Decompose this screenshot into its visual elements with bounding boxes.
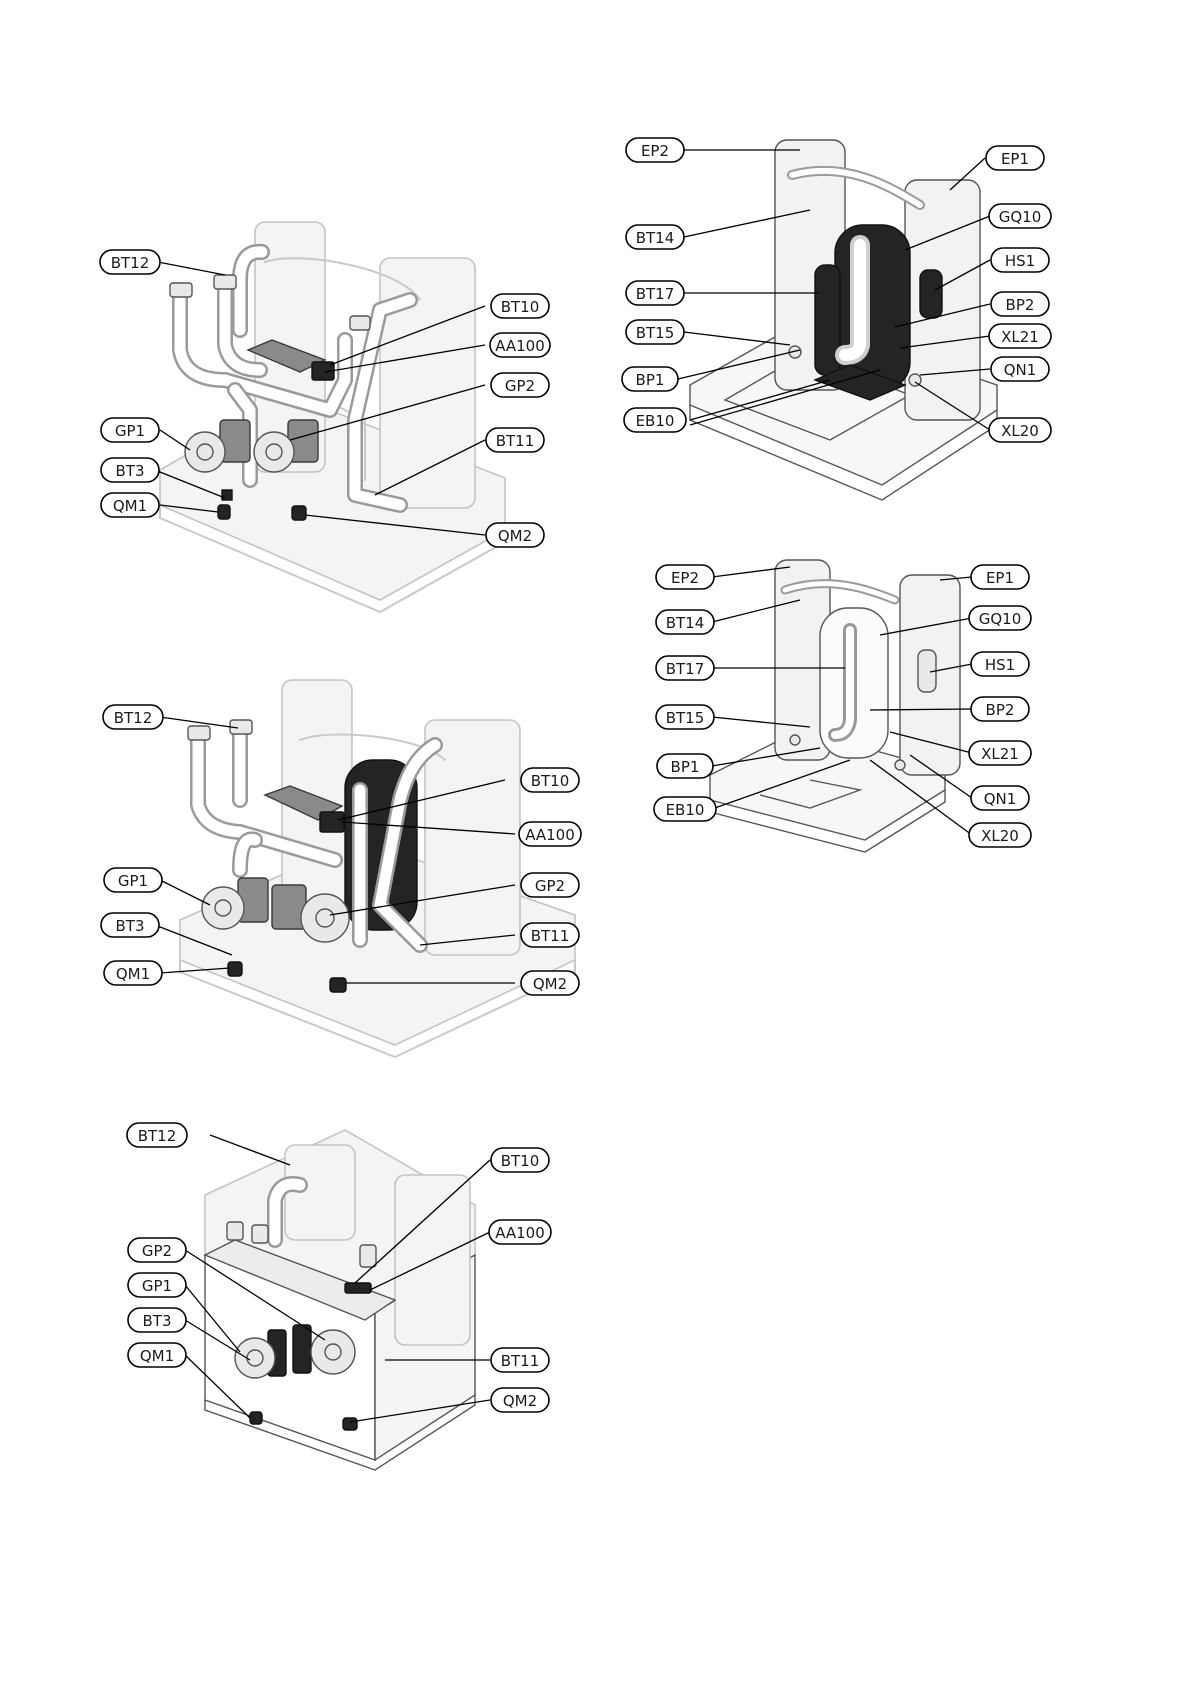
callout-xl21: XL21	[981, 745, 1019, 763]
callout-eb10: EB10	[666, 801, 705, 819]
callout-qm2: QM2	[503, 1392, 537, 1410]
callout-xl20: XL20	[1001, 422, 1039, 440]
callout-qn1: QN1	[1004, 361, 1037, 379]
callout-ep1: EP1	[986, 569, 1014, 587]
callout-qm1: QM1	[140, 1347, 174, 1365]
callout-bt11: BT11	[496, 432, 535, 450]
callout-qm1: QM1	[116, 965, 150, 983]
callout-bt14: BT14	[666, 614, 705, 632]
callout-bt15: BT15	[636, 324, 675, 342]
callout-bt10: BT10	[501, 1152, 540, 1170]
figure-1-illustration	[160, 222, 505, 612]
callout-bt12: BT12	[114, 709, 153, 727]
callout-bt3: BT3	[116, 917, 145, 935]
callout-qn1: QN1	[984, 790, 1017, 808]
figure-4-illustration	[690, 140, 997, 500]
callout-bt10: BT10	[501, 298, 540, 316]
callout-gp1: GP1	[118, 872, 148, 890]
callout-gq10: GQ10	[999, 208, 1042, 226]
callout-bt12: BT12	[138, 1127, 177, 1145]
callout-gp1: GP1	[115, 422, 145, 440]
callout-bt3: BT3	[143, 1312, 172, 1330]
callout-gp2: GP2	[535, 877, 565, 895]
figure-2-illustration	[180, 680, 575, 1057]
callout-ep2: EP2	[671, 569, 699, 587]
figure-5-illustration	[710, 560, 960, 852]
callout-bp1: BP1	[636, 371, 665, 389]
callout-gp2: GP2	[142, 1242, 172, 1260]
callout-gp2: GP2	[505, 377, 535, 395]
callout-bt12: BT12	[111, 254, 150, 272]
callout-eb10: EB10	[636, 412, 675, 430]
callout-qm2: QM2	[533, 975, 567, 993]
callout-bt11: BT11	[501, 1352, 540, 1370]
callout-bp1: BP1	[671, 758, 700, 776]
callout-aa100: AA100	[495, 337, 545, 355]
callout-bp2: BP2	[1006, 296, 1035, 314]
callout-ep1: EP1	[1001, 150, 1029, 168]
callout-bp2: BP2	[986, 701, 1015, 719]
callout-gq10: GQ10	[979, 610, 1022, 628]
callout-bt3: BT3	[116, 462, 145, 480]
figure-3-illustration	[205, 1130, 475, 1470]
callout-qm2: QM2	[498, 527, 532, 545]
callout-aa100: AA100	[525, 826, 575, 844]
callout-aa100: AA100	[495, 1224, 545, 1242]
callout-xl21: XL21	[1001, 328, 1039, 346]
callout-ep2: EP2	[641, 142, 669, 160]
callout-hs1: HS1	[985, 656, 1015, 674]
callout-bt17: BT17	[666, 660, 705, 678]
callout-xl20: XL20	[981, 827, 1019, 845]
callout-bt15: BT15	[666, 709, 705, 727]
callout-bt14: BT14	[636, 229, 675, 247]
callout-hs1: HS1	[1005, 252, 1035, 270]
callout-bt17: BT17	[636, 285, 675, 303]
callout-gp1: GP1	[142, 1277, 172, 1295]
callout-qm1: QM1	[113, 497, 147, 515]
callout-bt11: BT11	[531, 927, 570, 945]
callout-bt10: BT10	[531, 772, 570, 790]
